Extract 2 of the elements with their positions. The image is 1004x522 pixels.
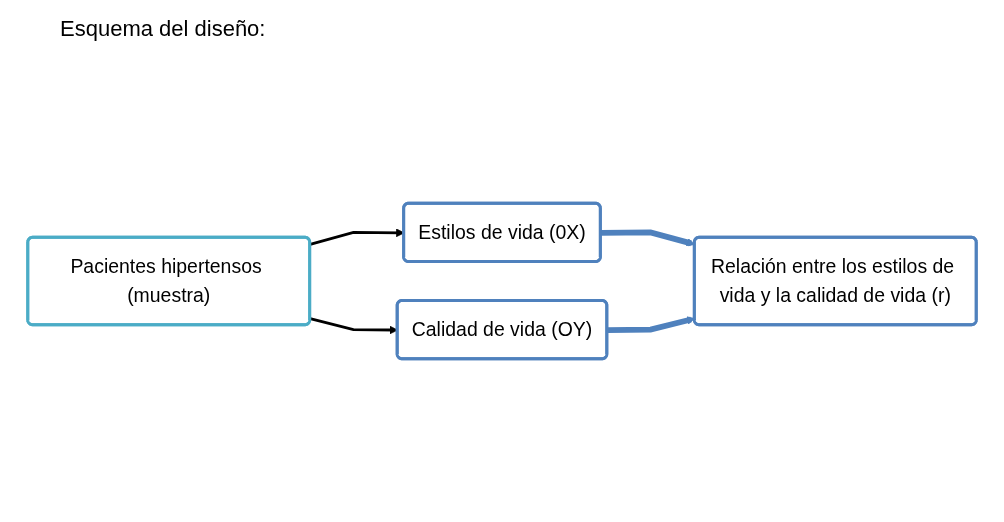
arrow [600, 229, 696, 247]
diagram-title: Esquema del diseño: [60, 16, 266, 42]
